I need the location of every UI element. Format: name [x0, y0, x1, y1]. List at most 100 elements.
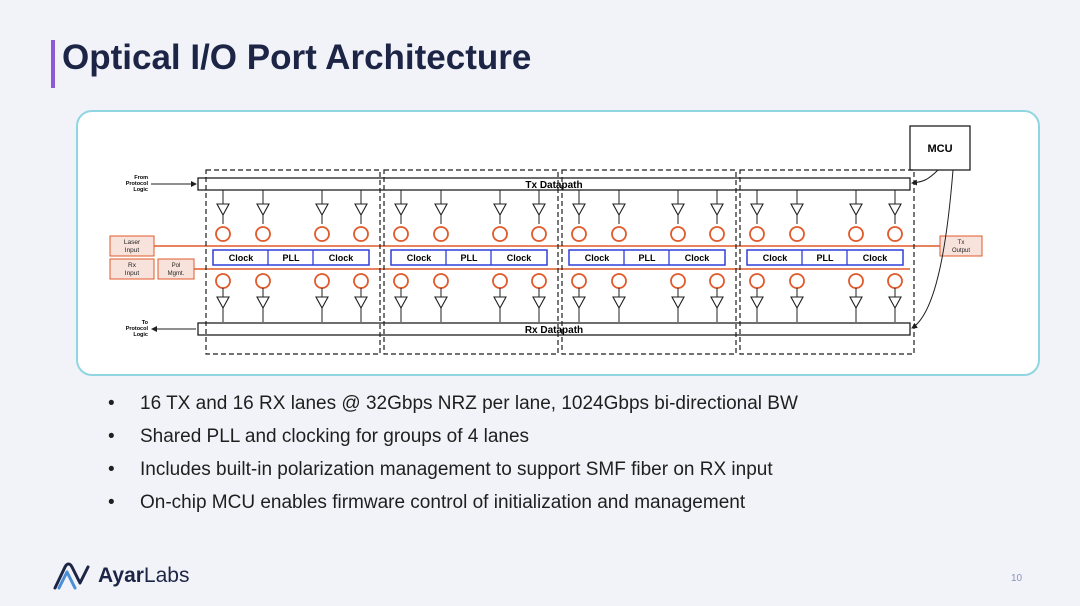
rx-amp-triangle — [888, 296, 902, 310]
rx-amp-triangle — [572, 296, 586, 310]
to-protocol-line3: Logic — [133, 332, 148, 338]
tx-ring-modulator — [215, 226, 231, 242]
from-protocol-line1: From — [134, 175, 148, 181]
tx-driver-triangle — [354, 203, 368, 217]
to-protocol-line1: To — [142, 320, 149, 326]
laser-input-line2: Input — [125, 247, 140, 254]
clock-label: Clock — [863, 253, 889, 263]
pol-mgmt-line1: Pol — [172, 263, 181, 269]
tx-driver-triangle — [790, 203, 804, 217]
clock-label: Clock — [229, 253, 255, 263]
from-protocol-line2: Protocol — [126, 181, 149, 187]
tx-driver-triangle — [750, 203, 764, 217]
title-accent-bar — [51, 40, 55, 88]
lanes-group: Clock PLL Clock Clock PLL Clock Clock PLL Clock C… — [154, 169, 940, 355]
bullet-text: On-chip MCU enables firmware control of … — [140, 492, 746, 513]
rx-amp-triangle — [434, 296, 448, 310]
clock-label: Clock — [685, 253, 711, 263]
tx-driver-triangle — [493, 203, 507, 217]
tx-ring-modulator — [848, 226, 864, 242]
rx-ring-filter — [531, 273, 547, 289]
ayarlabs-logo: AyarLabs — [52, 560, 189, 592]
tx-driver-triangle — [849, 203, 863, 217]
bullet-text: Shared PLL and clocking for groups of 4 … — [140, 426, 530, 447]
tx-ring-modulator — [749, 226, 765, 242]
rx-ring-filter — [709, 273, 725, 289]
mcu-to-tx-arrow — [911, 169, 939, 186]
rx-amp-triangle — [790, 296, 804, 310]
pll-label: PLL — [817, 253, 835, 263]
rx-input-line2: Input — [125, 270, 140, 277]
rx-amp-triangle — [354, 296, 368, 310]
bullet-dot: • — [108, 393, 115, 414]
logo-text: AyarLabs — [98, 564, 189, 588]
logo-text-light: Labs — [143, 564, 190, 587]
pll-label: PLL — [283, 253, 301, 263]
rx-datapath-bar — [197, 322, 911, 336]
rx-amp-triangle — [256, 296, 270, 310]
rx-amp-triangle — [710, 296, 724, 310]
tx-ring-modulator — [709, 226, 725, 242]
rx-ring-filter — [353, 273, 369, 289]
tx-datapath-label: Tx Datapath — [525, 180, 582, 191]
bullet-item: • Includes built-in polarization manageme… — [106, 458, 798, 481]
rx-amp-triangle — [849, 296, 863, 310]
rx-ring-filter — [848, 273, 864, 289]
rx-ring-filter — [887, 273, 903, 289]
lane-group-outline — [383, 169, 559, 355]
logo-text-bold: Ayar — [98, 564, 144, 587]
bullet-text: Includes built-in polarization managemen… — [140, 459, 773, 480]
mcu-box — [909, 125, 971, 171]
to-protocol-line2: Protocol — [126, 326, 149, 332]
rx-datapath-label: Rx Datapath — [525, 325, 583, 336]
bullet-item: •On-chip MCU enables firmware control of… — [106, 491, 798, 514]
tx-driver-triangle — [572, 203, 586, 217]
tx-driver-triangle — [434, 203, 448, 217]
pll-label: PLL — [461, 253, 479, 263]
mcu-label: MCU — [927, 143, 952, 155]
clock-label: Clock — [585, 253, 611, 263]
clock-label: Clock — [407, 253, 433, 263]
rx-input-line1: Rx — [128, 262, 137, 269]
page-title: Optical I/O Port Architecture — [62, 38, 532, 77]
tx-ring-modulator — [571, 226, 587, 242]
tx-driver-triangle — [256, 203, 270, 217]
rx-input-box — [109, 258, 155, 280]
rx-ring-filter — [433, 273, 449, 289]
rx-ring-filter — [789, 273, 805, 289]
rx-amp-triangle — [671, 296, 685, 310]
diagram-canvas: From Protocol Logic To Protocol Logic La… — [109, 125, 983, 355]
tx-driver-triangle — [315, 203, 329, 217]
clock-label: Clock — [329, 253, 355, 263]
tx-output-line1: Tx — [958, 240, 965, 246]
bullet-item: • Shared PLL and clocking for groups of 4… — [106, 425, 798, 448]
rx-amp-triangle — [394, 296, 408, 310]
clock-label: Clock — [507, 253, 533, 263]
tx-ring-modulator — [611, 226, 627, 242]
clock-pll-strip — [212, 249, 370, 266]
laser-input-line1: Laser — [124, 239, 141, 246]
clock-pll-strip — [746, 249, 904, 266]
rx-ring-filter — [670, 273, 686, 289]
tx-driver-triangle — [671, 203, 685, 217]
mcu-to-rx-arrow — [911, 169, 954, 329]
rx-ring-filter — [314, 273, 330, 289]
rx-amp-triangle — [315, 296, 329, 310]
pol-mgmt-line2: Mgmt. — [168, 271, 185, 277]
rx-amp-triangle — [493, 296, 507, 310]
lane-group-outline — [561, 169, 737, 355]
bullet-dot: • — [108, 459, 115, 480]
architecture-diagram: From Protocol Logic To Protocol Logic La… — [76, 110, 1040, 376]
clock-pll-strip — [390, 249, 548, 266]
rx-ring-filter — [611, 273, 627, 289]
rx-ring-filter — [571, 273, 587, 289]
bullet-dot: • — [108, 426, 115, 447]
lane-group-outline — [739, 169, 915, 355]
rx-amp-triangle — [750, 296, 764, 310]
tx-ring-modulator — [433, 226, 449, 242]
rx-ring-filter — [255, 273, 271, 289]
tx-ring-modulator — [353, 226, 369, 242]
rx-amp-triangle — [612, 296, 626, 310]
tx-ring-modulator — [531, 226, 547, 242]
tx-datapath-bar — [197, 177, 911, 191]
